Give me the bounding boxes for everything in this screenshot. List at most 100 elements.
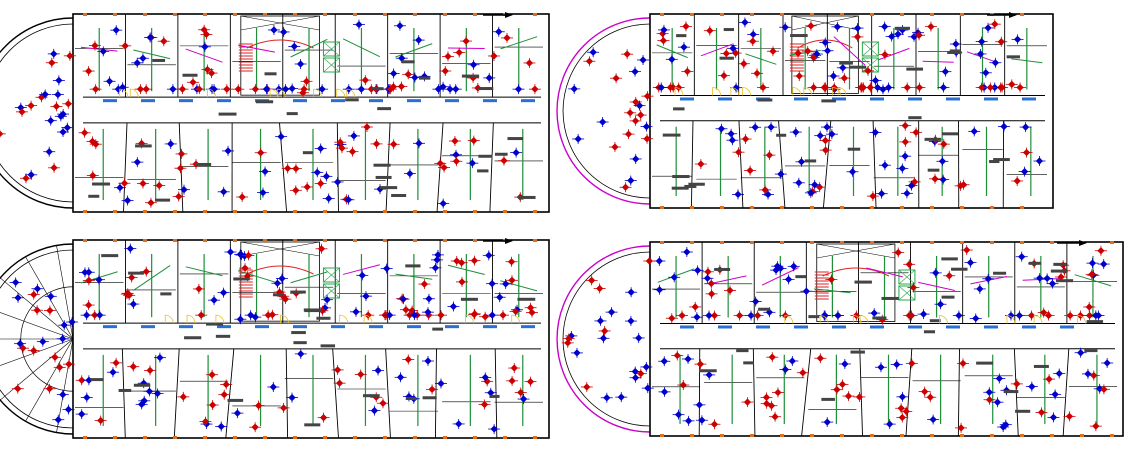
partition-wall (332, 348, 339, 439)
room-tag (405, 397, 417, 401)
column (473, 239, 477, 242)
partition-wall (123, 122, 128, 213)
column (660, 13, 664, 16)
partition-wall (738, 120, 744, 209)
round-wing-wall (0, 17, 74, 209)
column (383, 239, 387, 242)
partition-wall (489, 122, 494, 213)
column (990, 241, 994, 244)
room-tag (1086, 320, 1104, 324)
partition-wall (385, 122, 391, 213)
exterior-wall (72, 13, 550, 213)
column (960, 241, 964, 244)
column (173, 13, 177, 16)
partition-wall (801, 348, 812, 437)
column (113, 239, 117, 242)
lift-shaft (322, 57, 340, 73)
column (780, 13, 784, 16)
exterior-wall (649, 241, 1124, 437)
partition-wall (285, 348, 289, 439)
column (810, 13, 814, 16)
plan-bottom-left (0, 238, 550, 439)
plan-bottom-right (556, 240, 1124, 437)
partition-wall (225, 348, 235, 439)
partition-wall (494, 348, 498, 439)
partition-wall (690, 120, 694, 209)
lift-shaft (322, 41, 340, 57)
column (750, 13, 754, 16)
lift-shaft (898, 269, 916, 285)
column (720, 241, 724, 244)
column (293, 13, 297, 16)
exterior-wall (72, 239, 550, 439)
column (690, 13, 694, 16)
lift-shaft (861, 41, 879, 57)
column (173, 239, 177, 242)
column (840, 13, 844, 16)
plan-top-left (0, 12, 550, 213)
lift-shaft (322, 283, 340, 299)
column (533, 13, 537, 16)
column (83, 239, 87, 242)
door-swing (186, 314, 196, 324)
atrium (816, 243, 896, 322)
column (690, 241, 694, 244)
lift-shaft (898, 285, 916, 301)
column (263, 239, 267, 242)
room-tag (688, 182, 705, 186)
round-wing-wall (556, 17, 651, 205)
partition-wall (1062, 348, 1070, 437)
column (353, 13, 357, 16)
column (780, 241, 784, 244)
column (383, 13, 387, 16)
column (870, 241, 874, 244)
column (413, 239, 417, 242)
plan-top-right (556, 12, 1054, 209)
door-swing (119, 88, 129, 98)
column (900, 13, 904, 16)
column (203, 13, 207, 16)
column (143, 13, 147, 16)
column (353, 239, 357, 242)
partition-wall (385, 348, 391, 439)
column (443, 13, 447, 16)
column (83, 13, 87, 16)
column (443, 239, 447, 242)
column (1020, 241, 1024, 244)
column (960, 13, 964, 16)
column (113, 13, 117, 16)
column (203, 239, 207, 242)
column (263, 13, 267, 16)
door-swing (674, 87, 684, 96)
column (143, 239, 147, 242)
lift-shaft (322, 267, 340, 283)
column (1020, 13, 1024, 16)
column (323, 239, 327, 242)
column (870, 13, 874, 16)
room-tag (461, 74, 480, 78)
column (840, 241, 844, 244)
partition-wall (872, 120, 877, 209)
column (750, 241, 754, 244)
column (323, 13, 327, 16)
round-wing-wall (556, 245, 651, 433)
column (1050, 241, 1054, 244)
column (293, 239, 297, 242)
column (533, 239, 537, 242)
column (1110, 241, 1114, 244)
partition-wall (336, 122, 339, 213)
partition-wall (957, 348, 960, 437)
column (900, 241, 904, 244)
column (473, 13, 477, 16)
partition-wall (173, 348, 180, 439)
partition-wall (121, 348, 126, 439)
column (930, 13, 934, 16)
door-swing (1006, 315, 1016, 324)
atrium (791, 15, 859, 94)
plans-layer (0, 12, 1124, 439)
column (233, 13, 237, 16)
column (660, 241, 664, 244)
partition-wall (859, 348, 863, 437)
column (720, 13, 724, 16)
